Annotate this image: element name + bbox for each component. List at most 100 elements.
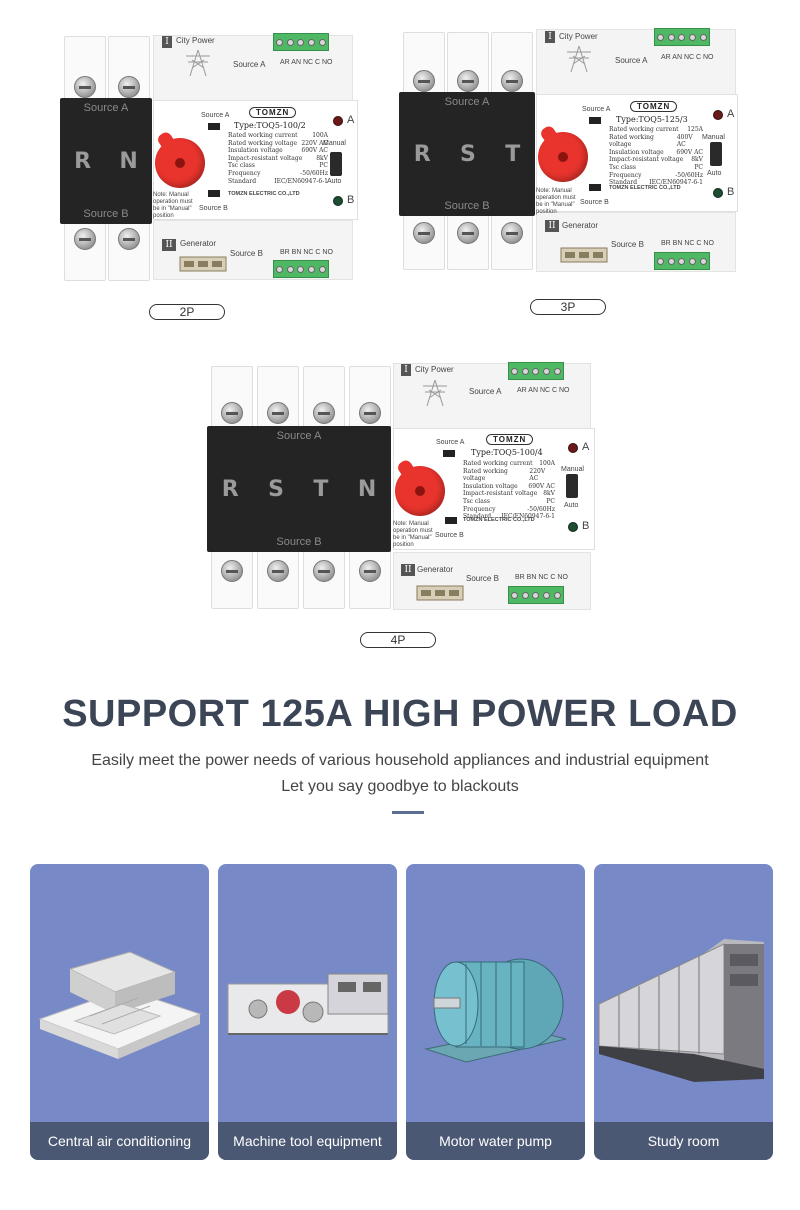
terminal-a-labels: AR AN NC C NO xyxy=(661,54,714,61)
city-power-label: City Power xyxy=(559,32,598,41)
led-b-label: B xyxy=(347,194,355,206)
spec-value: 400V AC xyxy=(676,133,693,149)
source-b-bottom-label: Source B xyxy=(466,574,499,583)
source-a-indicator xyxy=(589,117,601,124)
terminal-screw xyxy=(267,560,289,582)
terminal-screw xyxy=(413,70,435,92)
spec-row: Impact-resistant voltage 8kV xyxy=(609,156,703,164)
manual-auto-toggle[interactable] xyxy=(330,152,342,176)
source-b-indicator xyxy=(445,517,457,524)
switch-2p: Source A R N Source B I City Power Sourc… xyxy=(58,30,358,290)
spec-key: Rated working voltage xyxy=(463,467,508,483)
led-a xyxy=(333,116,343,126)
terminal-screw xyxy=(457,222,479,244)
terminal-b-labels: BR BN NC C NO xyxy=(515,574,568,581)
phase-label: N xyxy=(119,148,138,174)
switch-3p: Source A R S T Source B I City Power Sou… xyxy=(397,26,742,276)
spec-row: Frequency-50/60Hz xyxy=(463,506,555,514)
phase-label: T xyxy=(313,476,329,502)
panel-source-b: Source B xyxy=(580,199,609,206)
spec-key: Rated working current xyxy=(228,132,298,139)
terminal-screw xyxy=(267,402,289,424)
terminal-screw xyxy=(313,560,335,582)
spec-key: Frequency xyxy=(609,171,642,179)
pole-cover: Source A R N Source B xyxy=(60,98,152,224)
panel-source-a: Source A xyxy=(201,112,230,119)
spec-key: Standard xyxy=(609,179,638,187)
card-study-room: Study room xyxy=(594,864,773,1160)
brand-logo: TOMZN xyxy=(249,107,297,118)
spec-key: Tsc class xyxy=(228,162,255,170)
source-a-top-label: Source A xyxy=(233,60,266,69)
brand-logo: TOMZN xyxy=(486,434,534,445)
machine-tool-icon xyxy=(227,973,389,1035)
server-rack-icon xyxy=(598,939,764,1082)
generator-icon xyxy=(416,585,464,601)
manual-label: Manual xyxy=(561,466,584,473)
generator-label: Generator xyxy=(562,221,599,230)
spec-key: Rated working current xyxy=(463,460,533,467)
terminal-screw xyxy=(118,76,140,98)
terminal-screw xyxy=(413,222,435,244)
phase-label: T xyxy=(505,141,521,167)
size-label-2p: 2P xyxy=(149,304,225,320)
cover-source-a: Source A xyxy=(83,102,129,114)
spec-key: Rated working voltage xyxy=(228,139,298,147)
spec-row: Frequency-50/60Hz xyxy=(228,170,328,178)
led-a-label: A xyxy=(347,114,355,126)
auto-label: Auto xyxy=(707,170,722,177)
terminal-screw xyxy=(313,402,335,424)
manual-label: Manual xyxy=(323,140,346,147)
cover-source-b: Source B xyxy=(83,208,129,220)
spec-key: Impact-resistant voltage xyxy=(609,156,684,164)
manual-auto-toggle[interactable] xyxy=(566,474,578,498)
subline-1: Easily meet the power needs of various h… xyxy=(91,752,709,769)
pole-cover: Source A R S T Source B xyxy=(399,92,535,216)
phase-label: R xyxy=(221,476,239,502)
source-b-bottom-label: Source B xyxy=(230,249,263,258)
terminal-block-a xyxy=(273,33,329,51)
spec-value: 690V AC xyxy=(528,482,555,490)
terminal-block-b xyxy=(273,260,329,278)
manual-label: Manual xyxy=(702,134,725,141)
panel-source-a: Source A xyxy=(436,439,465,446)
cover-source-a: Source A xyxy=(444,96,490,108)
selector-knob[interactable] xyxy=(395,466,445,516)
source-a-top-label: Source A xyxy=(469,387,502,396)
led-b-label: B xyxy=(582,520,590,532)
roman-two: II xyxy=(162,239,176,251)
terminal-screw xyxy=(457,70,479,92)
phase-label: R xyxy=(74,148,92,174)
spec-key: Insulation voltage xyxy=(463,482,518,490)
spec-value: PC xyxy=(546,497,555,505)
terminal-b-labels: BR BN NC C NO xyxy=(280,249,333,256)
spec-key: Standard xyxy=(463,513,492,521)
spec-value: 125A xyxy=(687,126,703,133)
spec-key: Insulation voltage xyxy=(228,147,283,155)
manual-auto-toggle[interactable] xyxy=(710,142,722,166)
spec-value: PC xyxy=(694,163,703,171)
model-type: Type:TOQ5-125/3 xyxy=(616,115,688,124)
size-label-3p: 3P xyxy=(530,299,606,315)
selector-knob[interactable] xyxy=(538,132,588,182)
spec-key: Impact-resistant voltage xyxy=(463,490,538,498)
led-b xyxy=(568,522,578,532)
model-type: Type:TOQ5-100/4 xyxy=(471,448,543,457)
divider xyxy=(392,811,424,814)
terminal-screw xyxy=(501,222,523,244)
spec-value: -50/60Hz xyxy=(300,169,328,177)
selector-knob[interactable] xyxy=(155,138,205,188)
led-a xyxy=(713,110,723,120)
source-a-indicator xyxy=(208,123,220,130)
roman-two: II xyxy=(401,564,415,576)
terminal-screw xyxy=(359,402,381,424)
terminal-screw xyxy=(118,228,140,250)
spec-value: 8kV xyxy=(691,156,703,164)
